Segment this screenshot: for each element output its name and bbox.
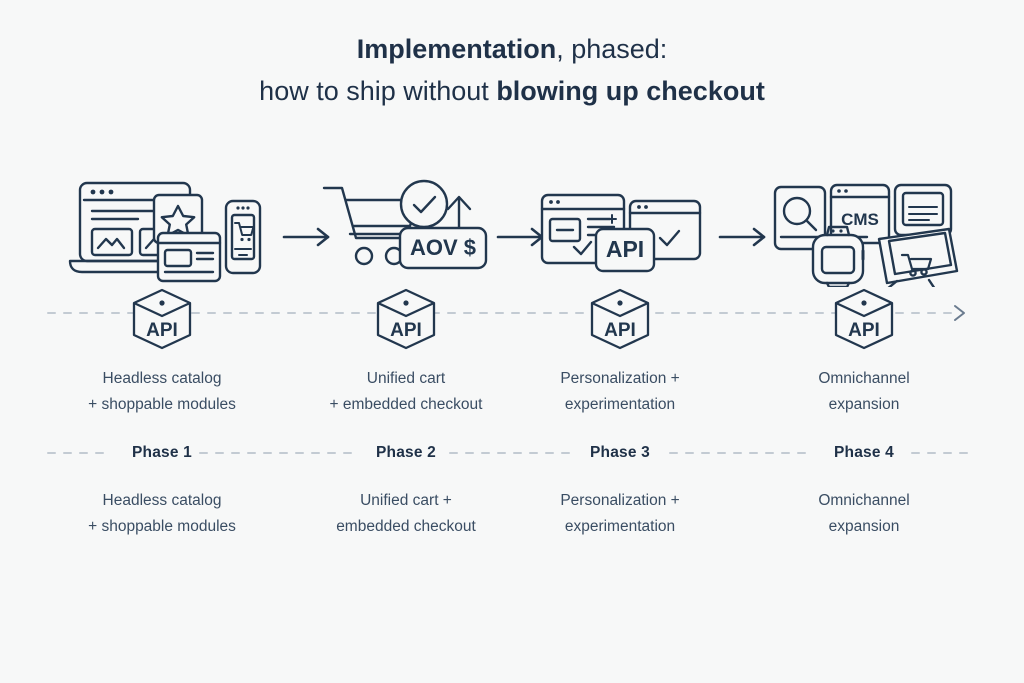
timeline-axis: [0, 296, 1024, 332]
illustration-personalization: API: [498, 172, 742, 290]
caption-line: expansion: [828, 518, 900, 535]
caption-bottom-3: Personalization + experimentation: [498, 488, 742, 540]
caption-line: expansion: [828, 396, 900, 413]
caption-line: Unified cart: [366, 370, 446, 387]
cms-label: CMS: [841, 210, 879, 229]
phase-label-3: Phase 3: [590, 444, 650, 461]
caption-line: experimentation: [564, 396, 676, 413]
api-cube-label: API: [146, 320, 178, 341]
caption-line: + shoppable modules: [88, 396, 236, 413]
aov-badge-label: AOV $: [410, 235, 476, 260]
title-line-2: how to ship without blowing up checkout: [0, 70, 1024, 112]
caption-bottom-4: Omnichannel expansion: [742, 488, 986, 540]
caption-top-2: Unified cart + embedded checkout: [284, 366, 528, 418]
phase-label-4: Phase 4: [834, 444, 894, 461]
caption-line: + embedded checkout: [329, 396, 483, 413]
api-cube-label: API: [848, 320, 880, 341]
phase-separator-line: [0, 436, 1024, 470]
illustration-unified-cart: AOV $: [284, 172, 528, 290]
api-cube-4: API: [742, 288, 986, 350]
caption-line: + shoppable modules: [88, 518, 236, 535]
page-title: Implementation, phased: how to ship with…: [0, 28, 1024, 112]
caption-line: Omnichannel: [818, 370, 910, 387]
illustration-headless-catalog: [40, 172, 284, 290]
api-cube-label: API: [390, 320, 422, 341]
illustration-omnichannel: CMS: [742, 172, 986, 290]
caption-bottom-1: Headless catalog + shoppable modules: [40, 488, 284, 540]
title-line-2-rest: how to ship without: [259, 76, 497, 106]
caption-line: embedded checkout: [336, 518, 476, 535]
title-emphasis: Implementation: [356, 34, 557, 64]
api-card-label: API: [606, 236, 644, 262]
caption-line: Unified cart +: [360, 492, 452, 509]
caption-top-4: Omnichannel expansion: [742, 366, 986, 418]
arrow-right-icon-3: [718, 226, 770, 248]
caption-line: Omnichannel: [818, 492, 910, 509]
caption-line: Personalization +: [560, 492, 680, 509]
caption-top-1: Headless catalog + shoppable modules: [40, 366, 284, 418]
phase-label-2: Phase 2: [376, 444, 436, 461]
arrow-right-icon-1: [282, 226, 334, 248]
api-cube-1: API: [40, 288, 284, 350]
api-cube-2: API: [284, 288, 528, 350]
caption-line: experimentation: [564, 518, 676, 535]
phase-label-1: Phase 1: [132, 444, 192, 461]
caption-line: Headless catalog: [102, 492, 222, 509]
caption-bottom-2: Unified cart + embedded checkout: [284, 488, 528, 540]
caption-line: Headless catalog: [102, 370, 222, 387]
caption-top-3: Personalization + experimentation: [498, 366, 742, 418]
title-line-1: Implementation, phased:: [0, 28, 1024, 70]
api-cube-label: API: [604, 320, 636, 341]
caption-line: Personalization +: [560, 370, 680, 387]
title-line-1-rest: , phased:: [556, 34, 668, 64]
title-line-2-emphasis: blowing up checkout: [496, 76, 765, 106]
api-cube-3: API: [498, 288, 742, 350]
